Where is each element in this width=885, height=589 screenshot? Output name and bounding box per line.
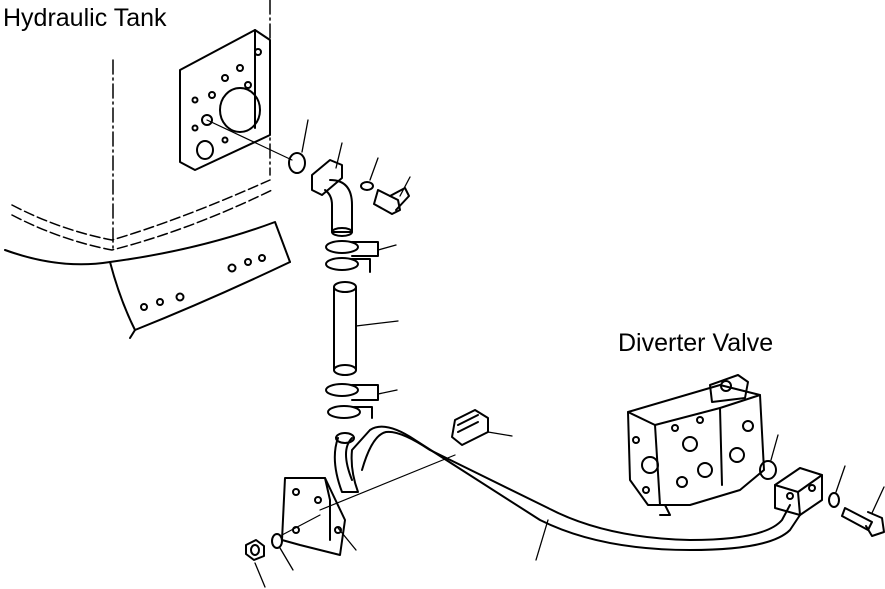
o-ring-valve bbox=[759, 460, 777, 480]
hose-clamp-upper bbox=[325, 240, 397, 273]
flange-block bbox=[774, 467, 823, 516]
hydraulic-tank bbox=[4, 0, 291, 339]
bolt-elbow bbox=[373, 176, 411, 215]
hose-clamp-lower bbox=[325, 383, 398, 419]
callout-leader bbox=[301, 119, 309, 153]
tank-flange-plate bbox=[179, 29, 271, 171]
diverter-valve bbox=[627, 374, 765, 516]
bolt-valve bbox=[841, 486, 885, 537]
diverter-valve-label: Diverter Valve bbox=[618, 329, 774, 357]
mounting-bracket bbox=[281, 477, 357, 556]
elbow-fitting bbox=[311, 142, 353, 237]
hydraulic-tank-label: Hydraulic Tank bbox=[3, 4, 167, 32]
washer-elbow bbox=[360, 157, 379, 191]
nut-bracket bbox=[245, 539, 266, 588]
o-ring-tank bbox=[288, 152, 306, 174]
washer-bracket bbox=[271, 533, 294, 571]
hose bbox=[333, 281, 399, 376]
washer-valve bbox=[828, 465, 846, 508]
steel-tube bbox=[333, 425, 801, 561]
tube-clip bbox=[451, 409, 513, 446]
